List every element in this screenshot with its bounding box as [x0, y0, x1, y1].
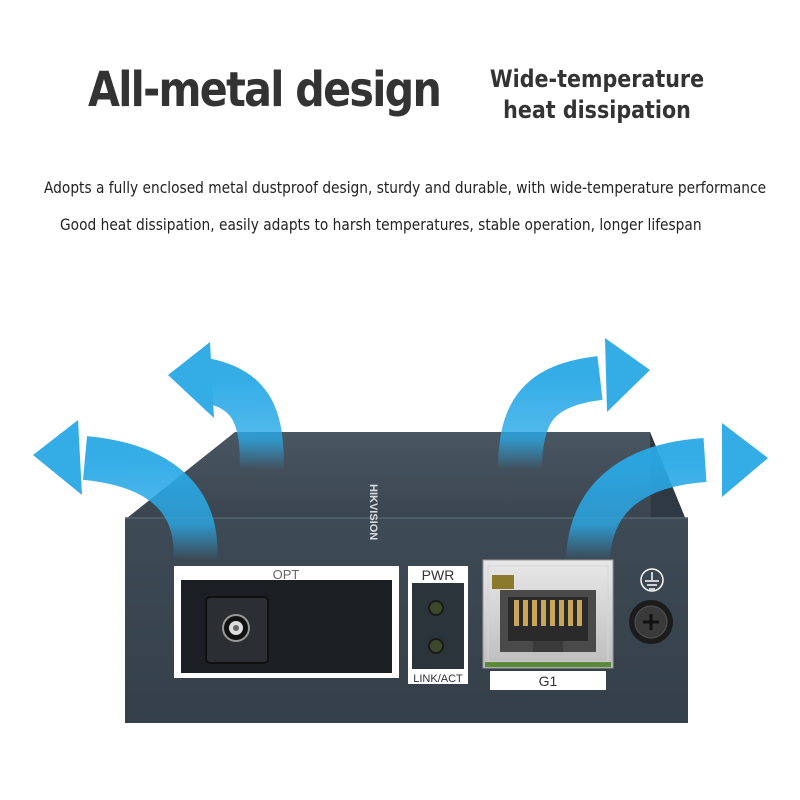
ethernet-port	[482, 559, 614, 669]
brand-logo: HIKVISION	[367, 484, 379, 540]
g1-port-label: G1	[539, 673, 558, 689]
led-panel	[408, 566, 468, 684]
heat-arrow-icon	[566, 423, 768, 562]
description-line-2: Good heat dissipation, easily adapts to …	[60, 215, 702, 234]
heat-arrow-icon	[498, 338, 650, 471]
link-led-icon	[428, 638, 444, 654]
pwr-led-icon	[428, 600, 444, 616]
ground-screw-icon	[629, 600, 673, 644]
optical-port-label: OPT	[273, 567, 300, 582]
ground-icon	[640, 568, 664, 592]
description-line-1: Adopts a fully enclosed metal dustproof …	[44, 178, 767, 197]
heat-arrow-icon	[33, 420, 218, 562]
heat-arrow-icon	[168, 342, 284, 471]
link-act-label: LINK/ACT	[413, 673, 463, 685]
headline: All-metal design	[88, 62, 442, 118]
optical-port	[174, 566, 399, 678]
pwr-label: PWR	[422, 567, 455, 583]
subheadline: Wide-temperature heat dissipation	[489, 65, 705, 124]
